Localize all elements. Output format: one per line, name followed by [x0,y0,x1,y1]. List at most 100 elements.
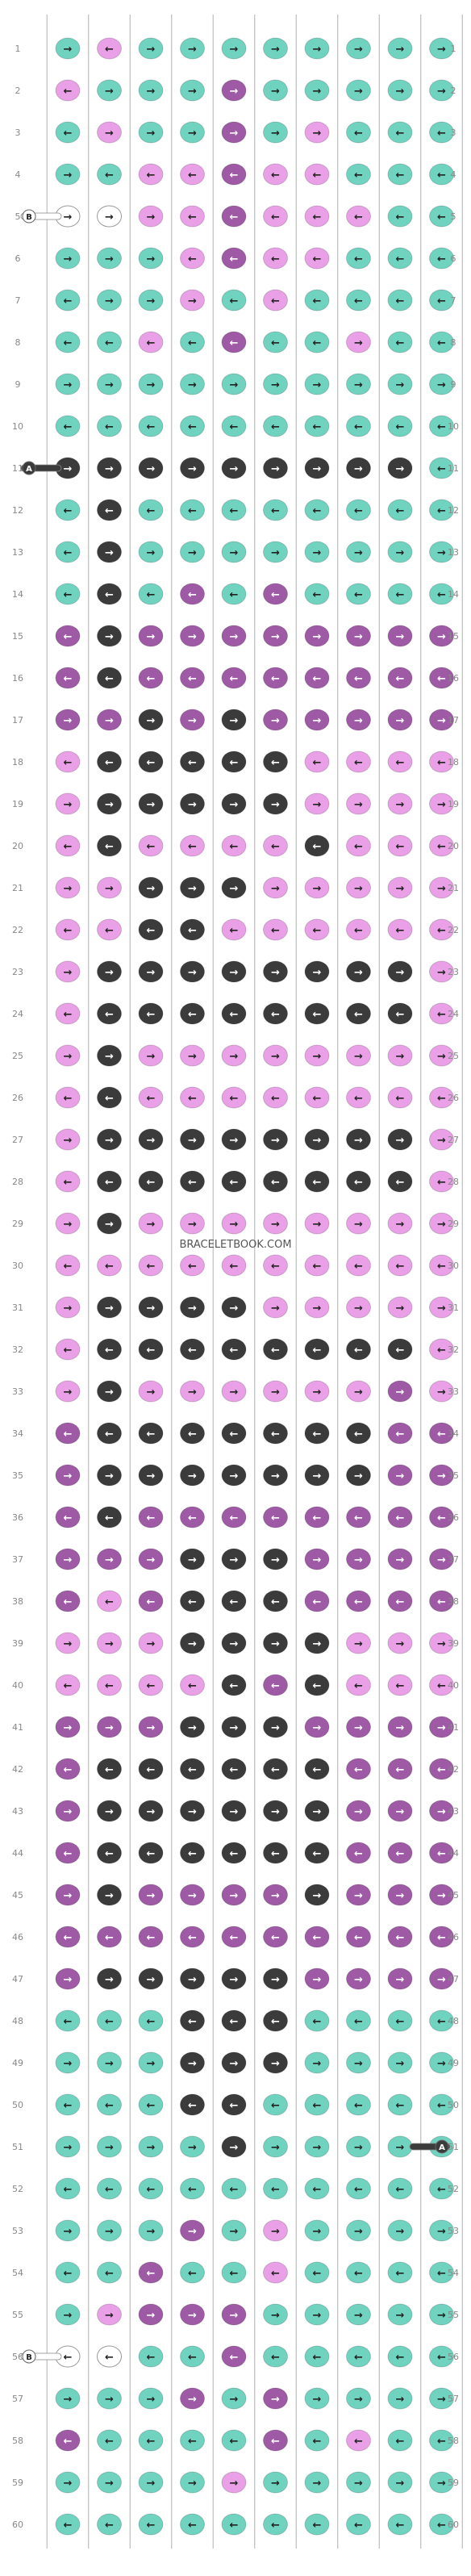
knot: → [97,2387,122,2410]
knot: ← [221,2261,247,2284]
knot: ← [429,1422,454,1445]
knot: ← [97,1170,122,1193]
knot: ← [387,1422,413,1445]
knot-arrow: → [437,1974,446,1986]
knot-arrow: → [437,86,446,98]
knot-arrow: → [354,86,363,98]
knot-arrow: → [271,2478,280,2490]
knot: ← [97,751,122,773]
knot: → [221,373,247,395]
knot-arrow: ← [230,925,239,937]
knot: → [346,2303,371,2326]
knot-arrow: ← [313,1764,322,1776]
knot-arrow: → [188,44,197,56]
knot: ← [221,751,247,773]
knot: ← [180,2093,205,2116]
knot: → [263,1464,288,1487]
knot-arrow: → [105,1554,114,1566]
knot: → [429,1548,454,1570]
knot: → [304,1716,330,1738]
knot-arrow: → [105,715,114,727]
knot: → [138,1044,164,1067]
knot-arrow: → [230,1219,239,1231]
knot: ← [138,415,164,437]
knot-arrow: ← [147,1932,156,1944]
knot-arrow: → [230,1135,239,1147]
knot-arrow: ← [188,253,197,266]
knot-arrow: → [354,2226,363,2238]
row-number-right: 35 [448,1470,459,1481]
knot-arrow: → [271,1051,280,1063]
knot: → [304,1968,330,1990]
knot-arrow: → [354,1135,363,1147]
knot-arrow: → [313,2142,322,2154]
knot-arrow: → [105,2394,114,2406]
knot-arrow: ← [313,2352,322,2364]
knot-arrow: → [437,1470,446,1482]
knot: ← [138,1254,164,1277]
knot: ← [180,2345,205,2368]
knot: ← [346,1674,371,1696]
knot-arrow: ← [230,169,239,182]
row-number-right: 9 [451,379,456,390]
knot-arrow: ← [437,2436,446,2448]
knot: → [346,2387,371,2410]
knot: → [97,1800,122,1822]
knot-arrow: → [313,1051,322,1063]
knot: → [97,625,122,647]
knot-arrow: → [64,1806,73,1818]
knot-arrow: → [64,1219,73,1231]
knot-arrow: ← [64,673,73,685]
knot-arrow: → [396,463,405,475]
knot-arrow: → [354,1806,363,1818]
knot: → [387,2387,413,2410]
knot: ← [387,583,413,605]
knot: ← [304,289,330,312]
knot-arrow: → [271,2310,280,2322]
knot-arrow: → [271,1219,280,1231]
knot: → [138,1212,164,1235]
knot-arrow: → [230,1303,239,1315]
knot: ← [97,1506,122,1528]
knot: ← [429,2261,454,2284]
knot: → [387,2303,413,2326]
knot-arrow: → [147,1638,156,1650]
knot-arrow: ← [313,1596,322,1608]
knot-arrow: → [64,715,73,727]
knot: → [138,1968,164,1990]
knot-arrow: → [188,1974,197,1986]
knot: → [429,1800,454,1822]
knot-arrow: → [64,169,73,182]
knot-arrow: ← [396,337,405,349]
knot-arrow: ← [105,2100,114,2112]
knot-arrow: → [313,1219,322,1231]
knot-arrow: ← [230,1680,239,1692]
row-number-right: 15 [448,631,459,642]
knot: → [429,37,454,60]
knot: → [429,1380,454,1403]
knot: ← [263,1170,288,1193]
knot: ← [346,1254,371,1277]
knot-arrow: ← [271,673,280,685]
knot: → [221,2387,247,2410]
knot: → [263,2135,288,2158]
knot: → [221,79,247,102]
knot: ← [263,2261,288,2284]
knot: → [55,1212,81,1235]
knot: ← [263,415,288,437]
knot-arrow: → [313,799,322,811]
knot: ← [263,1002,288,1025]
knot-arrow: ← [271,1009,280,1021]
row-number-right: 36 [448,1512,459,1523]
knot: → [263,1296,288,1319]
knot: → [304,2219,330,2242]
knot-arrow: ← [396,1009,405,1021]
knot-arrow: → [437,1638,446,1650]
knot: ← [346,2345,371,2368]
knot-arrow: → [147,1554,156,1566]
knot: → [180,2051,205,2074]
knot: → [429,876,454,899]
knot: ← [97,583,122,605]
knot-arrow: ← [64,295,73,307]
